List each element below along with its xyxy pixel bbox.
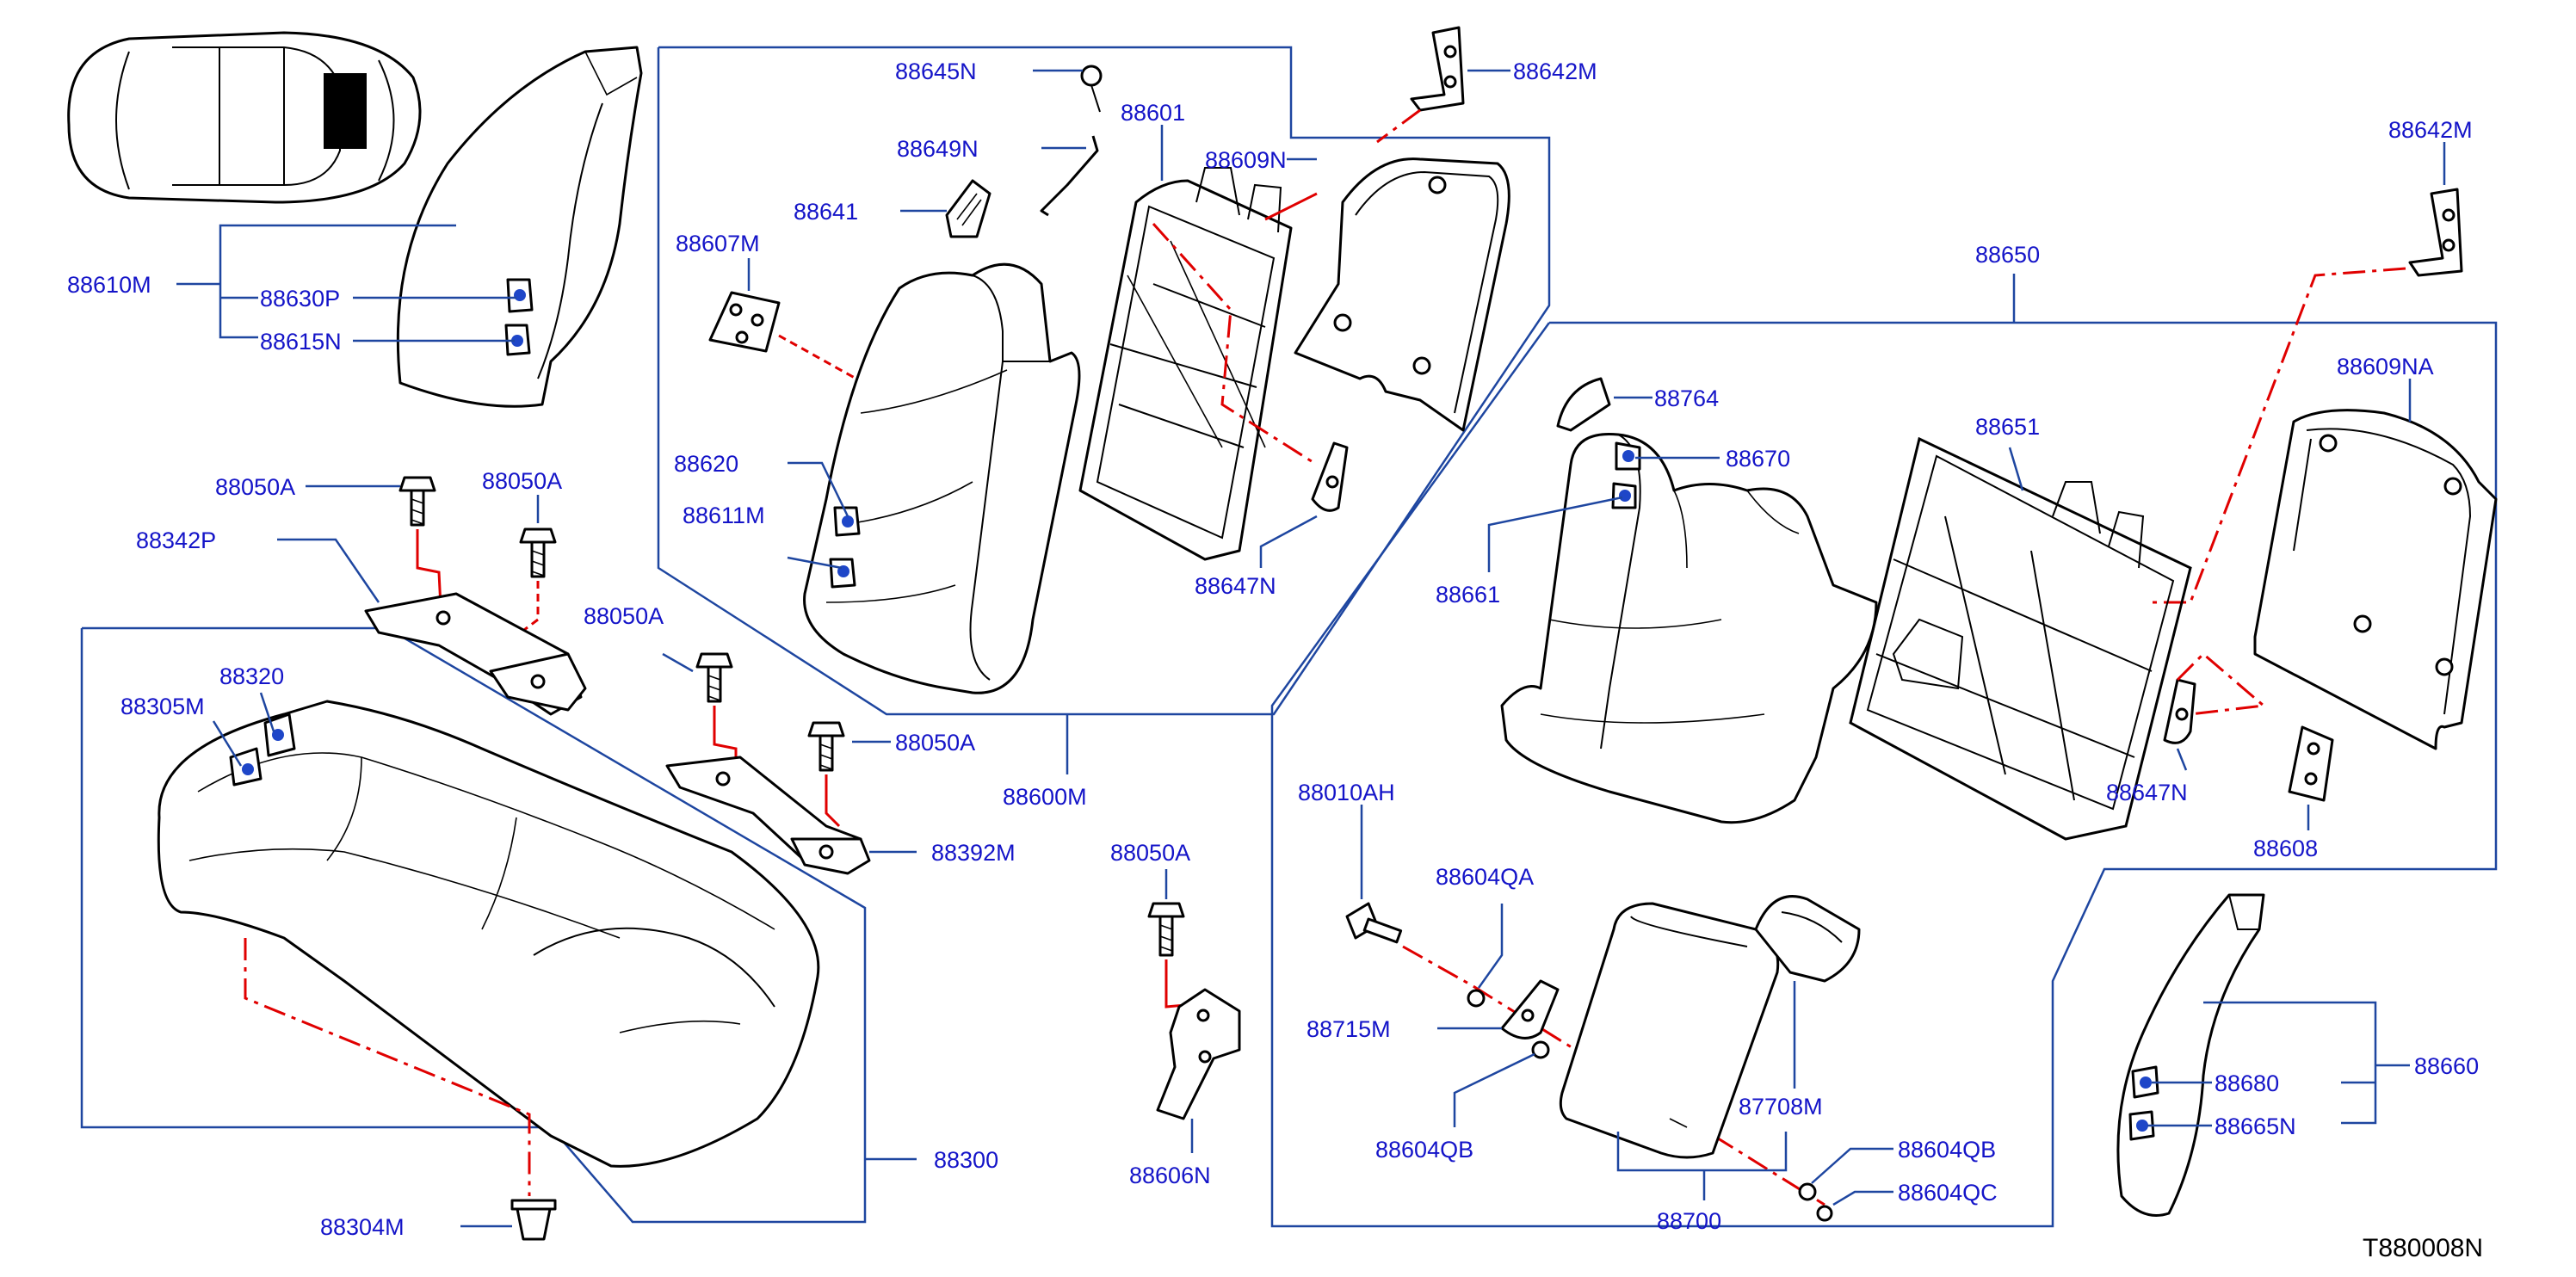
part-88609n-back-board <box>1294 157 1510 432</box>
part-87708m <box>1754 895 1861 983</box>
frame-88600m <box>657 46 1551 716</box>
label-88608: 88608 <box>2253 836 2318 861</box>
part-88642m-b <box>2408 188 2463 277</box>
label-88620: 88620 <box>674 451 738 477</box>
label-88609na: 88609NA <box>2337 354 2434 379</box>
label-88651: 88651 <box>1975 414 2040 440</box>
part-88651-seatback-frame <box>1849 436 2192 841</box>
part-88604qc <box>1816 1205 1833 1222</box>
part-88601-seatback-frame <box>1078 167 1293 561</box>
label-88342p: 88342P <box>136 527 216 553</box>
label-88670: 88670 <box>1726 446 1790 472</box>
part-88647n-a <box>1311 441 1349 512</box>
part-88764 <box>1556 377 1611 432</box>
label-88650: 88650 <box>1975 242 2040 268</box>
part-88661-seatback <box>1500 432 1878 824</box>
label-88604qb-a: 88604QB <box>1375 1137 1473 1163</box>
label-88010ah: 88010AH <box>1298 780 1395 805</box>
label-88305m: 88305M <box>120 694 205 719</box>
label-88604qa: 88604QA <box>1436 864 1534 890</box>
label-88660: 88660 <box>2414 1053 2479 1079</box>
label-88601: 88601 <box>1121 100 1185 126</box>
part-88608 <box>2288 725 2334 802</box>
label-88304m: 88304M <box>320 1214 405 1240</box>
part-88392m-bracket <box>665 756 871 875</box>
part-88604qb-a <box>1531 1040 1550 1059</box>
part-88609na-back-board <box>2253 409 2498 750</box>
part-88342p-bracket <box>364 592 587 716</box>
part-88641 <box>945 179 991 238</box>
drawing-code: T880008N <box>2363 1234 2483 1262</box>
part-88607m <box>708 291 781 353</box>
label-88611m: 88611M <box>683 503 765 528</box>
label-88715m: 88715M <box>1307 1016 1391 1042</box>
label-87708m: 87708M <box>1739 1094 1823 1120</box>
part-88700-armrest <box>1559 902 1780 1159</box>
label-88050a-d: 88050A <box>895 730 975 756</box>
label-88320: 88320 <box>219 663 284 689</box>
label-88050a-c: 88050A <box>584 603 664 629</box>
part-88604qb-b <box>1798 1182 1817 1201</box>
part-88300-cushion <box>157 700 820 1168</box>
part-88645n <box>1080 65 1103 113</box>
label-88764: 88764 <box>1654 386 1719 411</box>
part-88715m <box>1500 979 1560 1039</box>
label-88607m: 88607M <box>676 231 760 256</box>
bolt-88050a-a <box>398 476 436 527</box>
label-88392m: 88392M <box>931 840 1016 866</box>
leader-88610m <box>219 224 456 339</box>
label-88300: 88300 <box>934 1147 998 1173</box>
label-88610m: 88610M <box>67 272 151 298</box>
label-88050a-b: 88050A <box>482 468 562 494</box>
label-88609n: 88609N <box>1205 147 1287 173</box>
label-88649n: 88649N <box>897 136 979 162</box>
part-88606n-bracket <box>1156 988 1241 1120</box>
part-88660-side-bolster <box>2116 893 2265 1217</box>
label-88700: 88700 <box>1657 1208 1721 1234</box>
frame-88300 <box>80 626 867 1224</box>
bolt-88050a-c <box>695 652 733 703</box>
part-88304m <box>510 1199 557 1241</box>
label-88604qb-b: 88604QB <box>1898 1137 1996 1163</box>
bolt-88050a-e <box>1147 902 1185 957</box>
label-88615n: 88615N <box>260 329 342 355</box>
label-88600m: 88600M <box>1003 784 1087 810</box>
part-88649n <box>1040 135 1099 217</box>
label-88642m-b: 88642M <box>2388 117 2473 143</box>
label-88647n-a: 88647N <box>1195 573 1276 599</box>
bolt-88050a-d <box>807 721 845 772</box>
label-88641: 88641 <box>794 199 858 225</box>
label-88647n-b: 88647N <box>2106 780 2188 805</box>
bolt-88050a-b <box>519 527 557 578</box>
part-88610m-side-bolster <box>396 46 643 408</box>
part-88620-seatback <box>803 262 1081 694</box>
vehicle-location-key <box>67 31 422 204</box>
label-88604qc: 88604QC <box>1898 1180 1998 1206</box>
part-88604qa <box>1467 989 1486 1008</box>
label-88680: 88680 <box>2215 1070 2279 1096</box>
part-88010ah-bolt <box>1345 902 1403 944</box>
part-88647n-b <box>2163 678 2196 744</box>
label-88050a-e: 88050A <box>1110 840 1190 866</box>
label-88665n: 88665N <box>2215 1114 2296 1139</box>
label-88606n: 88606N <box>1129 1163 1211 1188</box>
label-88050a-a: 88050A <box>215 474 295 500</box>
label-88645n: 88645N <box>895 59 977 84</box>
part-88642m-a <box>1410 26 1465 112</box>
label-88642m-a: 88642M <box>1513 59 1597 84</box>
label-88661: 88661 <box>1436 582 1500 608</box>
label-88630p: 88630P <box>260 286 340 312</box>
